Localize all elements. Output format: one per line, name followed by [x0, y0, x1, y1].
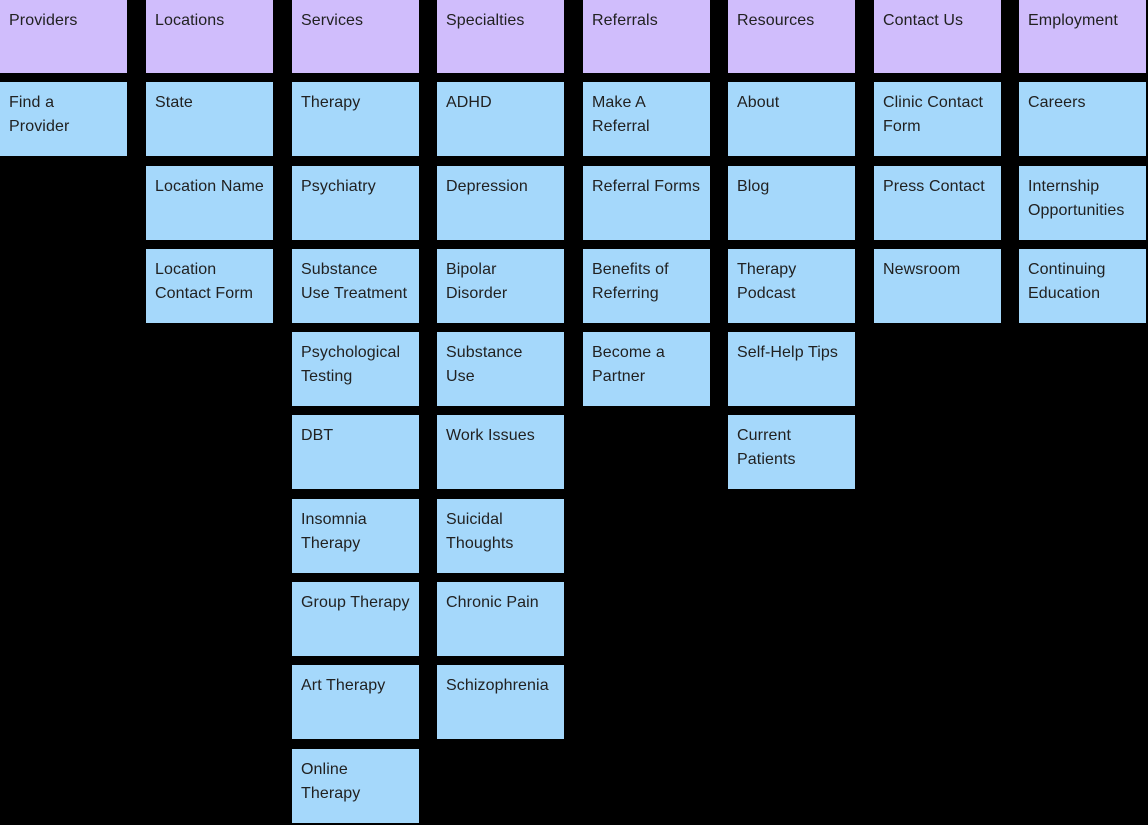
sitemap-child-node[interactable]: About [728, 82, 855, 156]
sitemap-root-node[interactable]: Specialties [437, 0, 564, 73]
sitemap-child-label: Chronic Pain [446, 594, 539, 611]
sitemap-child-label: About [737, 94, 780, 111]
sitemap-child-node[interactable]: Therapy [292, 82, 419, 156]
sitemap-child-node[interactable]: Become a Partner [583, 332, 710, 406]
sitemap-child-label: Careers [1028, 94, 1086, 111]
sitemap-child-label: Continuing Education [1028, 261, 1106, 302]
sitemap-child-label: Therapy [301, 94, 361, 111]
sitemap-root-node[interactable]: Locations [146, 0, 273, 73]
sitemap-child-label: Insomnia Therapy [301, 511, 367, 552]
sitemap-child-label: Art Therapy [301, 677, 386, 694]
sitemap-child-node[interactable]: Current Patients [728, 415, 855, 489]
sitemap-child-label: Benefits of Referring [592, 261, 669, 302]
sitemap-child-label: Current Patients [737, 427, 796, 468]
sitemap-child-node[interactable]: DBT [292, 415, 419, 489]
sitemap-child-node[interactable]: Internship Opportunities [1019, 166, 1146, 240]
sitemap-child-label: State [155, 94, 193, 111]
sitemap-child-node[interactable]: Newsroom [874, 249, 1001, 323]
sitemap-root-label: Referrals [592, 12, 658, 29]
sitemap-child-label: Press Contact [883, 178, 985, 195]
sitemap-child-node[interactable]: ADHD [437, 82, 564, 156]
sitemap-child-node[interactable]: Substance Use Treatment [292, 249, 419, 323]
sitemap-child-label: Substance Use [446, 344, 523, 385]
sitemap-root-node[interactable]: Providers [0, 0, 127, 73]
sitemap-child-node[interactable]: Bipolar Disorder [437, 249, 564, 323]
sitemap-child-node[interactable]: Make A Referral [583, 82, 710, 156]
sitemap-root-node[interactable]: Employment [1019, 0, 1146, 73]
sitemap-root-label: Specialties [446, 12, 525, 29]
sitemap-root-node[interactable]: Services [292, 0, 419, 73]
sitemap-child-label: Become a Partner [592, 344, 665, 385]
sitemap-child-label: Therapy Podcast [737, 261, 797, 302]
sitemap-child-label: Blog [737, 178, 770, 195]
sitemap-child-label: Internship Opportunities [1028, 178, 1125, 219]
sitemap-child-label: Depression [446, 178, 528, 195]
sitemap-child-node[interactable]: Blog [728, 166, 855, 240]
sitemap-child-node[interactable]: Insomnia Therapy [292, 499, 419, 573]
sitemap-child-label: DBT [301, 427, 334, 444]
sitemap-child-node[interactable]: Suicidal Thoughts [437, 499, 564, 573]
sitemap-child-label: ADHD [446, 94, 492, 111]
sitemap-root-label: Resources [737, 12, 815, 29]
sitemap-root-label: Providers [9, 12, 78, 29]
sitemap-child-label: Schizophrenia [446, 677, 549, 694]
sitemap-child-label: Clinic Contact Form [883, 94, 984, 135]
sitemap-child-label: Psychiatry [301, 178, 376, 195]
sitemap-child-node[interactable]: Online Therapy [292, 749, 419, 823]
sitemap-child-label: Newsroom [883, 261, 961, 278]
sitemap-child-node[interactable]: Art Therapy [292, 665, 419, 739]
sitemap-child-node[interactable]: Benefits of Referring [583, 249, 710, 323]
sitemap-child-node[interactable]: Referral Forms [583, 166, 710, 240]
sitemap-child-node[interactable]: Chronic Pain [437, 582, 564, 656]
sitemap-child-node[interactable]: Psychiatry [292, 166, 419, 240]
sitemap-child-label: Find a Provider [9, 94, 70, 135]
sitemap-child-label: Work Issues [446, 427, 535, 444]
sitemap-child-label: Self-Help Tips [737, 344, 838, 361]
sitemap-child-node[interactable]: Clinic Contact Form [874, 82, 1001, 156]
sitemap-child-label: Group Therapy [301, 594, 410, 611]
sitemap-child-label: Make A Referral [592, 94, 650, 135]
sitemap-child-node[interactable]: Group Therapy [292, 582, 419, 656]
sitemap-child-node[interactable]: Self-Help Tips [728, 332, 855, 406]
sitemap-child-node[interactable]: Therapy Podcast [728, 249, 855, 323]
sitemap-child-node[interactable]: Location Contact Form [146, 249, 273, 323]
sitemap-child-label: Referral Forms [592, 178, 701, 195]
sitemap-child-node[interactable]: Press Contact [874, 166, 1001, 240]
sitemap-child-node[interactable]: Substance Use [437, 332, 564, 406]
sitemap-child-label: Location Name [155, 178, 264, 195]
sitemap-child-label: Bipolar Disorder [446, 261, 508, 302]
sitemap-child-label: Location Contact Form [155, 261, 254, 302]
sitemap-root-node[interactable]: Referrals [583, 0, 710, 73]
sitemap-root-node[interactable]: Resources [728, 0, 855, 73]
sitemap-root-label: Employment [1028, 12, 1118, 29]
sitemap-child-node[interactable]: Work Issues [437, 415, 564, 489]
sitemap-child-node[interactable]: Find a Provider [0, 82, 127, 156]
sitemap-child-node[interactable]: Location Name [146, 166, 273, 240]
sitemap-child-node[interactable]: Depression [437, 166, 564, 240]
sitemap-child-node[interactable]: State [146, 82, 273, 156]
sitemap-child-label: Online Therapy [301, 761, 361, 802]
sitemap-child-node[interactable]: Continuing Education [1019, 249, 1146, 323]
sitemap-child-node[interactable]: Careers [1019, 82, 1146, 156]
sitemap-child-node[interactable]: Schizophrenia [437, 665, 564, 739]
sitemap-root-node[interactable]: Contact Us [874, 0, 1001, 73]
sitemap-child-label: Psychological Testing [301, 344, 401, 385]
sitemap-child-label: Substance Use Treatment [301, 261, 408, 302]
sitemap-child-node[interactable]: Psychological Testing [292, 332, 419, 406]
sitemap-root-label: Locations [155, 12, 225, 29]
sitemap-root-label: Services [301, 12, 364, 29]
sitemap-root-label: Contact Us [883, 12, 964, 29]
sitemap-child-label: Suicidal Thoughts [446, 511, 514, 552]
